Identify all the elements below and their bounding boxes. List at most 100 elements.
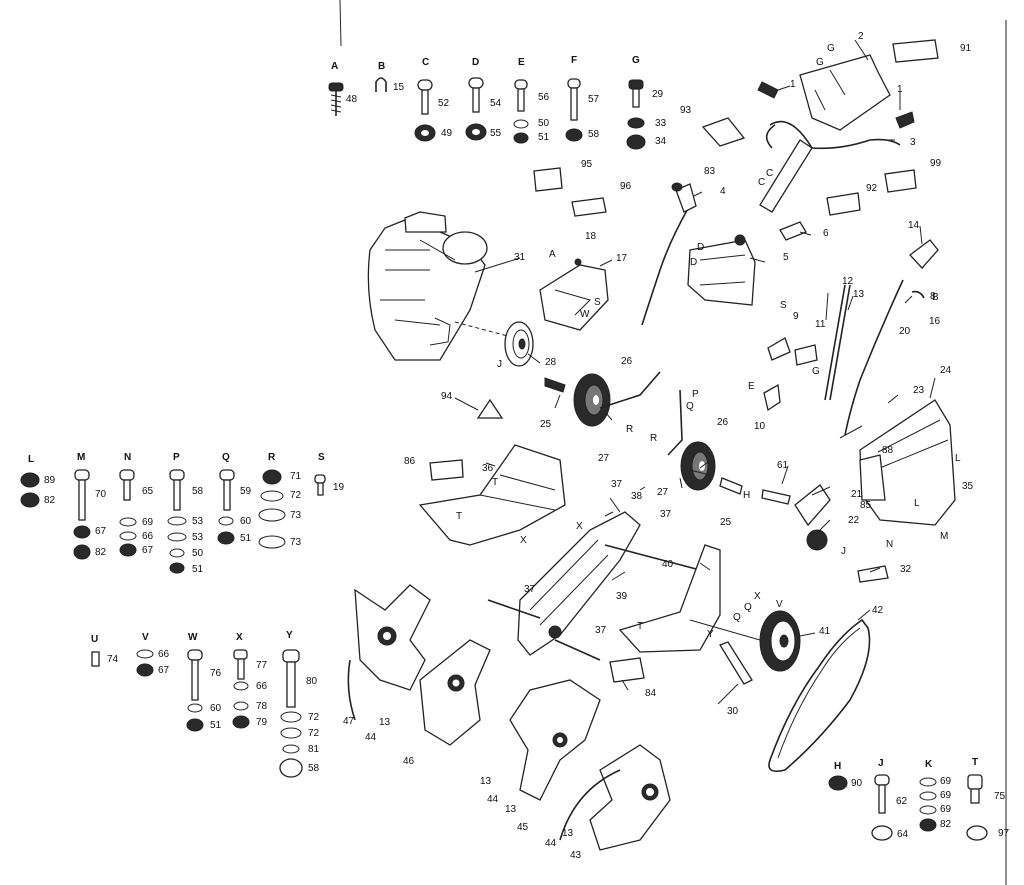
label-hw-m: M [77,452,86,463]
hardware-e-bolt-washers [513,79,529,144]
label-hw-d: D [472,57,480,68]
callout-86: 86 [404,456,416,467]
hardware-left-column [20,469,326,574]
part-67c: 67 [158,665,170,676]
part-72c: 72 [308,728,320,739]
label-hw-t: T [972,757,979,768]
part-54: 54 [490,98,502,109]
callout-37c: 37 [524,584,536,595]
mark-s1: S [594,297,601,308]
hardware-bottom-right [828,774,988,841]
label-hw-b: B [378,61,386,72]
mark-s2: S [780,300,787,311]
callout-3: 3 [910,137,916,148]
handle-assembly [757,54,915,241]
mark-v1: W [580,309,590,320]
callout-83: 83 [704,166,716,177]
label-hw-x: X [236,632,243,643]
callout-37d: 37 [595,625,607,636]
part-72b: 72 [308,712,320,723]
callout-37a: 37 [611,479,623,490]
label-hw-j: J [878,758,884,769]
callout-44c: 44 [545,838,557,849]
callout-37b: 37 [660,509,672,520]
callout-6: 6 [823,228,829,239]
callout-9: 9 [793,311,799,322]
part-48: 48 [346,94,358,105]
part-66a: 66 [142,531,154,542]
mark-j2: J [841,546,846,557]
label-hw-c: C [422,57,430,68]
label-hw-w: W [188,632,198,643]
mark-r2: R [650,433,658,444]
leader-lines [454,39,936,705]
part-74: 74 [107,654,119,665]
callout-85: 85 [860,500,872,511]
part-82b: 82 [95,547,107,558]
tine-assembly-left [347,584,431,721]
part-79: 79 [256,717,268,728]
callout-94: 94 [441,391,453,402]
hardware-lower-left [91,649,303,778]
label-hw-f: F [571,55,578,66]
part-82a: 82 [44,495,56,506]
callout-23: 23 [913,385,925,396]
small-pulley [504,321,534,367]
callout-99: 99 [930,158,942,169]
callout-13a: 13 [379,717,391,728]
tine-assembly-center [419,639,491,746]
mark-l2: L [914,498,920,509]
tine-assembly-outer [559,744,671,851]
engine [367,211,516,361]
part-75: 75 [994,791,1006,802]
mark-c1: C [758,177,766,188]
part-77: 77 [256,660,268,671]
part-29: 29 [652,89,664,100]
callout-88: 88 [882,445,894,456]
drive-wheel-upper [544,371,661,427]
callout-12: 12 [842,276,854,287]
callout-36: 36 [482,463,494,474]
part-58b: 58 [192,486,204,497]
callout-32: 32 [900,564,912,575]
callout-47: 47 [343,716,355,727]
part-19: 19 [333,482,345,493]
part-51b: 51 [192,564,204,575]
idler-arm [761,484,831,551]
part-55: 55 [490,128,502,139]
mark-g2: G [816,57,824,68]
part-69c: 69 [940,790,952,801]
part-69a: 69 [142,517,154,528]
mark-q3: Q [733,612,741,623]
callout-42: 42 [872,605,884,616]
part-51c: 51 [240,533,252,544]
callout-5: 5 [783,252,789,263]
callout-27b: 27 [657,487,669,498]
label-hw-r: R [268,452,276,463]
label-hw-s: S [318,452,325,463]
part-81: 81 [308,744,320,755]
callout-25b: 25 [720,517,732,528]
label-hw-a: A [331,61,339,72]
label-hw-k: K [925,759,933,770]
callout-92: 92 [866,183,878,194]
mark-t2: T [456,511,463,522]
tine-shield [418,444,566,546]
callout-44a: 44 [365,732,377,743]
callout-18: 18 [585,231,597,242]
callout-10: 10 [754,421,766,432]
part-53a: 53 [192,516,204,527]
part-89: 89 [44,475,56,486]
callout-14: 14 [908,220,920,231]
mark-a: A [549,249,556,260]
part-51d: 51 [210,720,222,731]
callout-13-top: 13 [853,289,865,300]
callout-1b: 1 [897,84,903,95]
part-76: 76 [210,668,222,679]
label-hw-h: H [834,761,842,772]
mark-h: H [743,490,751,501]
callout-20: 20 [899,326,911,337]
part-59: 59 [240,486,252,497]
label-hw-q: Q [222,452,230,463]
